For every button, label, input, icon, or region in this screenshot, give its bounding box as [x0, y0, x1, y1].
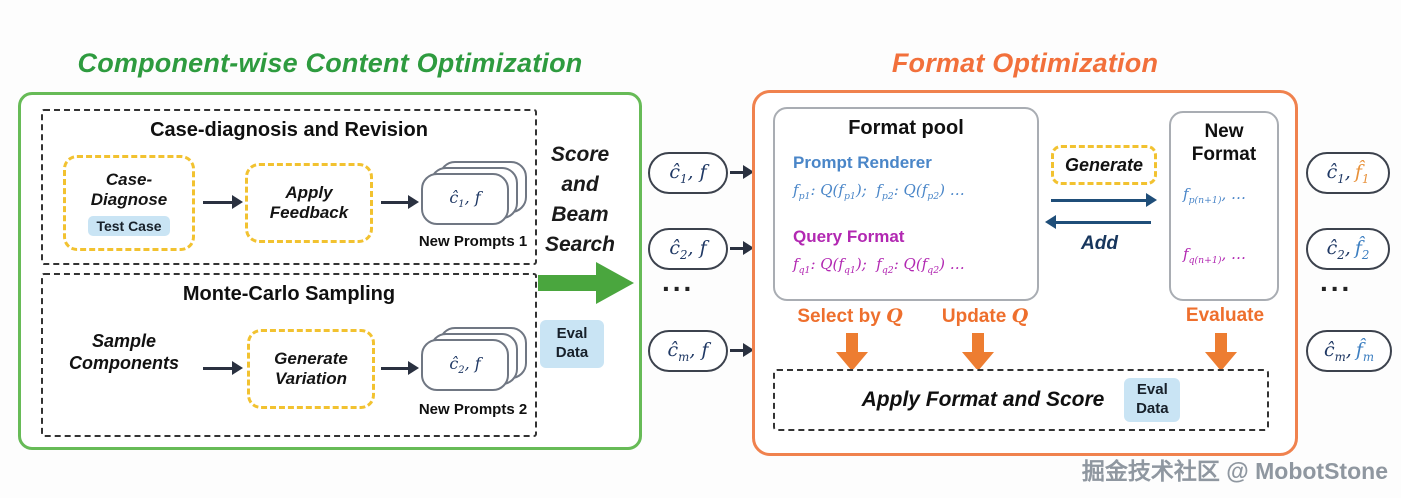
content-optimization-title: Component-wise Content Optimization — [77, 48, 583, 78]
flow-arrow-icon — [203, 195, 243, 209]
candidate-pill-2: ĉ2, f — [648, 228, 728, 270]
format-optimization-panel: Format pool Prompt Renderer fp1: Q(fp1);… — [752, 90, 1298, 456]
evaluate-down-arrow-icon — [1205, 333, 1237, 371]
monte-carlo-box: Monte-Carlo Sampling Sample Components G… — [41, 273, 537, 437]
prompt-card-front: ĉ2, f — [421, 339, 509, 391]
new-prompts-1-caption: New Prompts 1 — [418, 233, 528, 250]
case-diagnose-step: Case-Diagnose Test Case — [63, 155, 195, 251]
flow-arrow-icon — [381, 361, 419, 375]
ellipsis: ... — [1320, 266, 1353, 297]
output-pill-1: ĉ1, f̂1 — [1306, 152, 1390, 194]
generate-variation-step: Generate Variation — [247, 329, 375, 409]
prompt-card-label: ĉ1, f — [449, 187, 481, 211]
format-hat-1: f̂1 — [1354, 160, 1370, 186]
format-hat-m: f̂m — [1355, 338, 1375, 364]
score-beam-search-label: Score and Beam Search — [544, 143, 616, 256]
format-pool-box: Format pool Prompt Renderer fp1: Q(fp1);… — [773, 107, 1039, 301]
ellipsis: ... — [662, 266, 695, 297]
watermark: 掘金技术社区 @ MobotStone — [1081, 458, 1388, 484]
add-arrow-icon — [1045, 215, 1151, 229]
apply-feedback-step: Apply Feedback — [245, 163, 373, 243]
apply-format-score-box: Apply Format and Score Eval Data — [773, 369, 1269, 431]
new-prompts-2-caption: New Prompts 2 — [418, 401, 528, 418]
eval-data-badge: Eval Data — [540, 320, 604, 368]
new-query-format: fq(n+1), … — [1183, 245, 1247, 266]
content-optimization-panel: Case-diagnosis and Revision Case-Diagnos… — [18, 92, 642, 450]
test-case-badge: Test Case — [88, 216, 170, 237]
prompt-card-front: ĉ1, f — [421, 173, 509, 225]
candidate-pill-m: ĉm, f — [648, 330, 728, 372]
format-optimization-title: Format Optimization — [891, 48, 1159, 78]
format-hat-2: f̂2 — [1354, 236, 1370, 262]
apply-format-score-label: Apply Format and Score — [861, 388, 1105, 411]
evaluate-label: Evaluate — [1185, 305, 1265, 326]
generate-variation-label: Generate Variation — [274, 348, 348, 388]
flow-arrow-icon — [381, 195, 419, 209]
generate-step: Generate — [1051, 145, 1157, 185]
apply-feedback-label: Apply Feedback — [269, 182, 349, 222]
flow-arrow-icon — [730, 343, 754, 357]
select-down-arrow-icon — [836, 333, 868, 371]
case-diagnose-label: Case-Diagnose — [90, 169, 168, 209]
eval-data-badge: Eval Data — [1124, 378, 1181, 422]
beam-search-arrow-icon — [538, 262, 634, 304]
update-down-arrow-icon — [962, 333, 994, 371]
generate-arrow-icon — [1051, 193, 1157, 207]
case-box-title: Case-diagnosis and Revision — [150, 119, 428, 141]
prompt-renderer-label: Prompt Renderer — [793, 153, 932, 172]
prompt-card-label: ĉ2, f — [449, 353, 481, 377]
sample-components-label: Sample Components — [69, 331, 179, 373]
new-renderer-format: fp(n+1), … — [1183, 185, 1247, 206]
monte-carlo-title: Monte-Carlo Sampling — [182, 283, 396, 305]
update-q-label: Update Q — [941, 305, 1029, 327]
query-format-formats: fq1: Q(fq1); fq2: Q(fq2) … — [793, 255, 965, 276]
query-format-label: Query Format — [793, 227, 905, 246]
flow-arrow-icon — [730, 165, 754, 179]
select-by-q-label: Select by Q — [797, 305, 903, 327]
output-pill-m: ĉm, f̂m — [1306, 330, 1392, 372]
new-prompts-1-stack: ĉ1, f — [421, 161, 527, 225]
candidate-pill-1: ĉ1, f — [648, 152, 728, 194]
new-format-title: New Format — [1191, 121, 1257, 165]
output-pill-2: ĉ2, f̂2 — [1306, 228, 1390, 270]
add-label: Add — [1081, 233, 1118, 254]
flow-arrow-icon — [730, 241, 754, 255]
new-prompts-2-stack: ĉ2, f — [421, 327, 527, 391]
flow-arrow-icon — [203, 361, 243, 375]
prompt-renderer-formats: fp1: Q(fp1); fp2: Q(fp2) … — [793, 181, 965, 202]
new-format-box: New Format fp(n+1), … fq(n+1), … — [1169, 111, 1279, 301]
format-pool-title: Format pool — [848, 117, 964, 139]
case-diagnosis-box: Case-diagnosis and Revision Case-Diagnos… — [41, 109, 537, 265]
